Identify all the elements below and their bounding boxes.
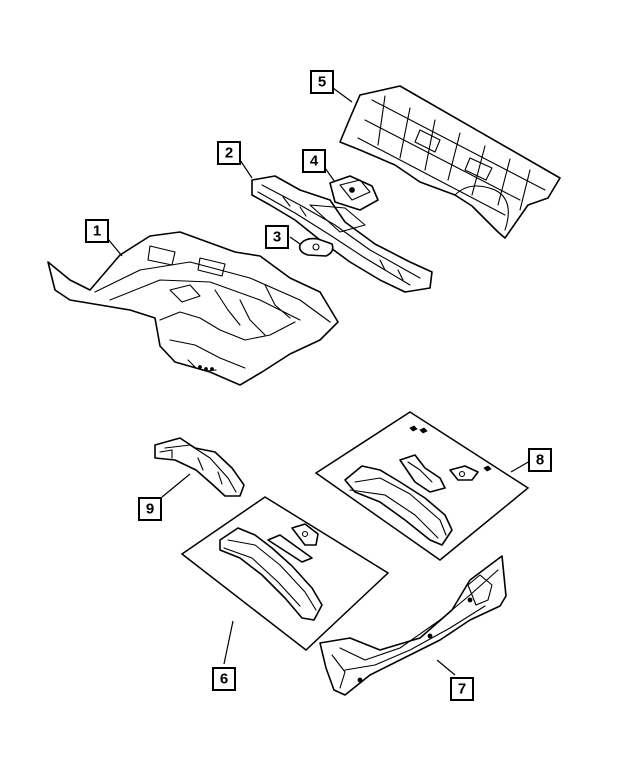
part-7-side-sill	[319, 555, 507, 696]
leader-5	[332, 87, 353, 103]
leader-6	[223, 620, 234, 665]
callout-8-label: 8	[536, 452, 544, 469]
leader-7	[436, 659, 456, 676]
leader-4	[324, 167, 336, 183]
callout-6-label: 6	[220, 671, 228, 688]
callout-4-label: 4	[310, 153, 319, 170]
part-9-crossmember	[154, 437, 245, 497]
callout-8: 8	[528, 448, 552, 472]
callout-2: 2	[217, 141, 241, 165]
part-8-panel	[314, 411, 530, 561]
leader-lines	[107, 87, 531, 676]
callout-3: 3	[265, 225, 289, 249]
leader-9	[161, 473, 191, 498]
callout-5: 5	[310, 70, 334, 94]
leader-2	[239, 159, 253, 179]
part-2-crossmember	[251, 175, 433, 293]
callout-6: 6	[212, 667, 236, 691]
callout-9: 9	[138, 497, 162, 521]
part-3-patch	[298, 237, 334, 257]
callout-7-label: 7	[458, 681, 466, 698]
leader-1	[107, 238, 123, 257]
callout-7: 7	[450, 677, 474, 701]
callout-1: 1	[85, 219, 109, 243]
leader-3	[289, 236, 301, 245]
leader-8	[510, 460, 531, 473]
callout-5-label: 5	[318, 74, 326, 91]
callout-2-label: 2	[225, 145, 233, 162]
part-5-rear-floor-pan	[339, 85, 561, 239]
part-6-panel	[180, 496, 390, 651]
part-1-front-floor-pan	[47, 231, 339, 386]
callout-3-label: 3	[273, 229, 281, 246]
callout-9-label: 9	[146, 501, 154, 518]
part-4-bracket	[329, 175, 379, 211]
callout-4: 4	[302, 149, 326, 173]
callout-1-label: 1	[93, 223, 101, 240]
